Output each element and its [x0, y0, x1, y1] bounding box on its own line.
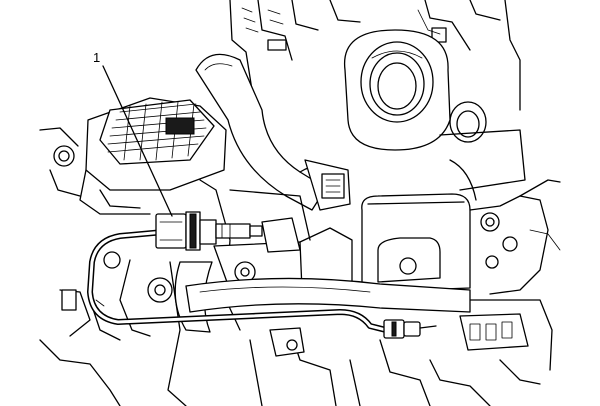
top-engine-area [229, 0, 521, 121]
coolant-hose [185, 277, 471, 313]
harness-end-connector [383, 319, 437, 339]
intake-outlet [343, 29, 526, 201]
sensor-harness [87, 229, 389, 333]
right-cover [361, 179, 561, 406]
intake-hose [195, 53, 351, 211]
callout-label: 1 [93, 50, 100, 65]
module-grille [107, 101, 207, 161]
sensor-connector [155, 211, 263, 251]
left-module [39, 97, 227, 215]
callout-leader [102, 65, 173, 217]
callout-1: 1 [93, 50, 173, 217]
